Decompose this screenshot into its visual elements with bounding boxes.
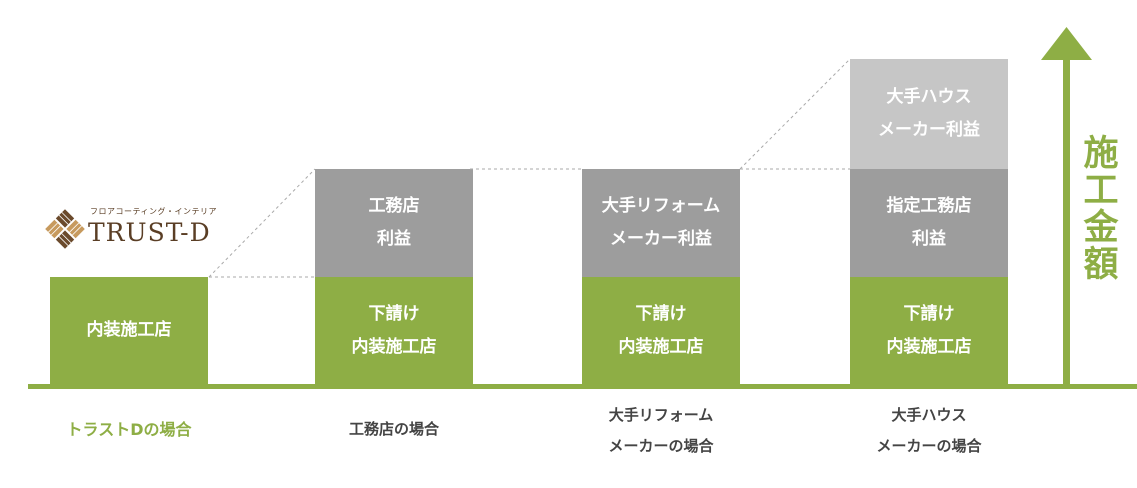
up-arrow-icon bbox=[1041, 27, 1092, 386]
block-label: 下請け bbox=[903, 303, 955, 324]
trust-d-logo: フロアコーティング・インテリア TRUST-D bbox=[44, 207, 224, 251]
block-label: 下請け bbox=[635, 303, 687, 324]
axis-title-char: 施 bbox=[1083, 134, 1119, 174]
axis-title-char: 工 bbox=[1083, 171, 1119, 211]
caption-line: メーカーの場合 bbox=[876, 437, 982, 455]
block-label: 大手ハウス bbox=[886, 87, 972, 107]
block-label: 内装施工店 bbox=[86, 320, 172, 340]
column-caption: トラストDの場合 bbox=[30, 414, 228, 445]
axis-title-char: 額 bbox=[1083, 245, 1119, 285]
column-caption: 大手ハウスメーカーの場合 bbox=[830, 400, 1028, 462]
axis-title: 施工金額 bbox=[1079, 136, 1123, 284]
caption-line: 大手ハウス bbox=[891, 406, 967, 424]
profit-block: 大手ハウスメーカー利益 bbox=[850, 59, 1008, 169]
logo-name: TRUST-D bbox=[88, 218, 211, 247]
contractor-block: 下請け内装施工店 bbox=[582, 277, 740, 384]
block-label: メーカー利益 bbox=[878, 120, 980, 140]
block-label: 内装施工店 bbox=[886, 336, 972, 357]
guide-line bbox=[739, 58, 851, 170]
logo-tagline: フロアコーティング・インテリア bbox=[90, 207, 218, 216]
block-label: 利益 bbox=[912, 229, 946, 249]
contractor-block: 下請け内装施工店 bbox=[850, 277, 1008, 384]
block-label: 内装施工店 bbox=[618, 336, 704, 357]
column-caption: 大手リフォームメーカーの場合 bbox=[562, 400, 760, 462]
caption-line: 大手リフォーム bbox=[608, 406, 714, 424]
block-label: 工務店 bbox=[368, 196, 420, 216]
caption-line: トラストDの場合 bbox=[66, 420, 192, 439]
block-label: 大手リフォーム bbox=[601, 196, 721, 216]
profit-block: 工務店利益 bbox=[315, 169, 473, 277]
guide-line bbox=[208, 168, 316, 278]
block-label: 指定工務店 bbox=[886, 196, 972, 216]
block-label: 下請け bbox=[368, 303, 420, 324]
axis-title-char: 金 bbox=[1083, 208, 1119, 248]
contractor-block: 下請け内装施工店 bbox=[315, 277, 473, 384]
block-label: 内装施工店 bbox=[351, 336, 437, 357]
contractor-block: 内装施工店 bbox=[50, 277, 208, 384]
parquet-diamond-icon bbox=[45, 209, 85, 249]
profit-block: 指定工務店利益 bbox=[850, 169, 1008, 277]
baseline bbox=[28, 384, 1137, 389]
caption-line: メーカーの場合 bbox=[608, 437, 714, 455]
block-label: メーカー利益 bbox=[610, 229, 712, 249]
caption-line: 工務店の場合 bbox=[348, 420, 439, 438]
column-caption: 工務店の場合 bbox=[295, 414, 493, 445]
block-label: 利益 bbox=[377, 229, 411, 249]
profit-block: 大手リフォームメーカー利益 bbox=[582, 169, 740, 277]
